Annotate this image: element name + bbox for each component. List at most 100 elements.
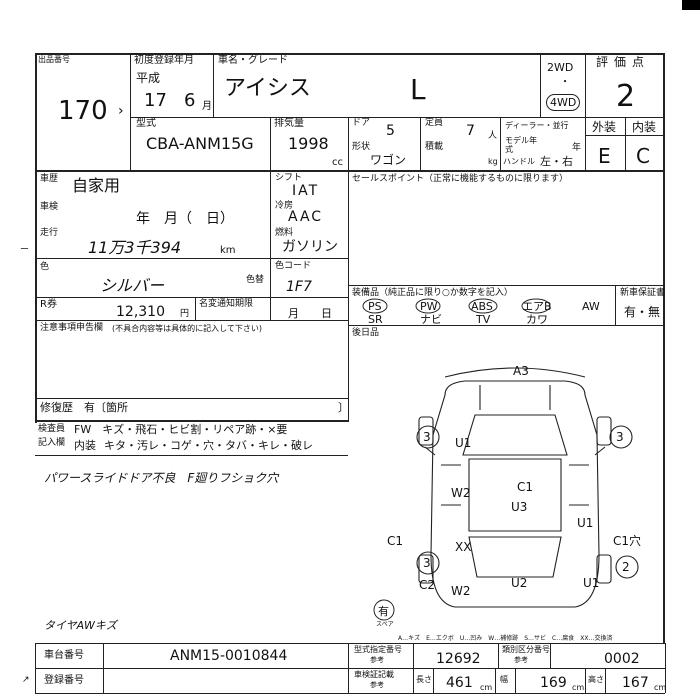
width: 169 — [540, 675, 567, 691]
fuel-label: 燃料 — [275, 228, 294, 238]
length-label: 長さ — [416, 675, 432, 684]
width-label: 幅 — [500, 675, 508, 684]
model-year-label: モデル年式 — [505, 136, 537, 154]
disp-label: 排気量 — [274, 118, 304, 129]
ext-grade: E — [598, 144, 611, 168]
inspection-value: 年 月（ 日） — [136, 211, 234, 227]
door-label: ドア — [352, 118, 371, 128]
shape-label: 形状 — [352, 142, 371, 152]
svg-text:U2: U2 — [511, 576, 527, 590]
color-label: 色 — [40, 262, 50, 272]
length-cm: cm — [480, 683, 493, 692]
cc-unit: cc — [332, 157, 343, 168]
aircon: AAC — [288, 209, 324, 225]
dims-sub: 参考 — [370, 681, 384, 689]
kg-unit: kg — [488, 157, 498, 166]
notes-sub: (不具合内容等は具体的に記入して下さい) — [112, 324, 263, 333]
warranty-label: 新車保証書 — [620, 288, 666, 298]
inspect-int-row: キタ・汚レ・コゲ・穴・タバ・キレ・破レ — [104, 439, 313, 452]
equip-circles — [362, 298, 551, 314]
car-damage-diagram: A3 U1 3 3 W2 C1 U3 U1 C1 XX C1穴 3 2 W2 C… — [387, 364, 641, 608]
type-no: 12692 — [436, 651, 481, 667]
width-cm: cm — [572, 683, 585, 692]
margin-mark-2: ↗ — [22, 675, 30, 685]
spare-label: スペア — [376, 621, 394, 628]
month-unit: 月 — [202, 101, 212, 112]
class-no-label: 類別区分番号 — [502, 645, 550, 654]
lot-number: 170 — [58, 96, 108, 126]
selling-label: セールスポイント（正常に機能するものに限ります） — [352, 174, 569, 184]
height-label: 高さ — [588, 675, 604, 684]
equip-ps: PS — [368, 300, 382, 313]
svg-text:W2: W2 — [451, 584, 471, 598]
equip-airbag: エアB — [522, 300, 552, 313]
drive-4wd: 4WD — [546, 94, 581, 111]
svg-text:W2: W2 — [451, 486, 471, 500]
int-label: 内装 — [632, 120, 657, 134]
height: 167 — [622, 675, 649, 691]
shift: IAT — [292, 183, 320, 199]
height-cm: cm — [654, 683, 667, 692]
km-unit: km — [220, 245, 236, 256]
svg-text:3: 3 — [423, 556, 431, 570]
drive-2wd: 2WD — [547, 61, 574, 74]
equip-aw: AW — [582, 300, 600, 313]
svg-text:C1: C1 — [517, 480, 533, 494]
equip-abs: ABS — [471, 300, 493, 313]
int-grade: C — [636, 144, 650, 168]
class-no: 0002 — [604, 651, 640, 667]
mileage: 11万3千394 — [88, 238, 182, 257]
equip-leather: カワ — [526, 313, 548, 326]
dealer-label: ディーラー・並行 — [505, 121, 569, 130]
name-change-label: 名変通知期限 — [199, 299, 254, 309]
svg-text:有: 有 — [378, 604, 389, 618]
chassis-label: 車台番号 — [44, 650, 84, 661]
inspect-ext-row: FW キズ・飛石・ヒビ割・リペア跡・×要 — [74, 423, 288, 436]
era: 平成 — [136, 71, 161, 85]
grade: L — [410, 73, 426, 106]
score-label: 評価点 — [596, 55, 651, 69]
lot-label: 出品番号 — [38, 55, 70, 64]
reg-no-label: 登録番号 — [44, 675, 84, 686]
spare-tire-icon: 有 — [373, 599, 395, 621]
person-unit: 人 — [488, 131, 498, 141]
seat-label: 定員 — [425, 118, 444, 128]
svg-text:C1: C1 — [387, 534, 403, 548]
yen-unit: 円 — [180, 309, 190, 319]
margin-mark: ー — [20, 245, 30, 255]
shift-label: シフト — [275, 173, 303, 183]
inspect-label2: 記入欄 — [38, 438, 66, 448]
reg-label: 初度登録年月 — [134, 55, 194, 66]
handle-label: ハンドル — [503, 157, 535, 166]
corner-mark — [682, 0, 700, 10]
drive-dot: ・ — [560, 77, 570, 88]
name-label: 車名・グレード — [218, 55, 288, 66]
notes-label: 注意事項申告欄 — [40, 323, 104, 333]
reg-month: 6 — [184, 90, 196, 111]
type-no-label: 型式指定番号 — [354, 645, 402, 654]
color-code-label: 色コード — [275, 261, 312, 271]
mark-u1-a: U1 — [455, 436, 471, 450]
svg-text:3: 3 — [616, 430, 624, 444]
svg-text:U1: U1 — [577, 516, 593, 530]
history: 自家用 — [72, 176, 121, 195]
history-label: 車歴 — [40, 174, 59, 184]
svg-text:3: 3 — [423, 430, 431, 444]
ext-label: 外装 — [592, 120, 617, 134]
dims-label: 車検証記載 — [354, 670, 394, 679]
inspection-label: 車検 — [40, 202, 59, 212]
score-value: 2 — [616, 79, 636, 114]
equip-pw: PW — [420, 300, 438, 313]
color-no-label: 色替 — [246, 275, 265, 285]
model: CBA-ANM15G — [146, 134, 254, 153]
equip-sr: SR — [368, 313, 383, 326]
color: シルバー — [100, 276, 165, 295]
equip-navi: ナビ — [420, 313, 442, 326]
chassis-number: ANM15-0010844 — [170, 648, 288, 664]
shape: ワゴン — [370, 153, 407, 167]
equip-label: 装備品（純正品に限り○か数字を記入） — [352, 288, 513, 298]
fuel: ガソリン — [282, 239, 338, 255]
repair-close: 〕 — [338, 401, 349, 414]
color-code: 1F7 — [286, 279, 312, 295]
mileage-label: 走行 — [40, 228, 59, 238]
